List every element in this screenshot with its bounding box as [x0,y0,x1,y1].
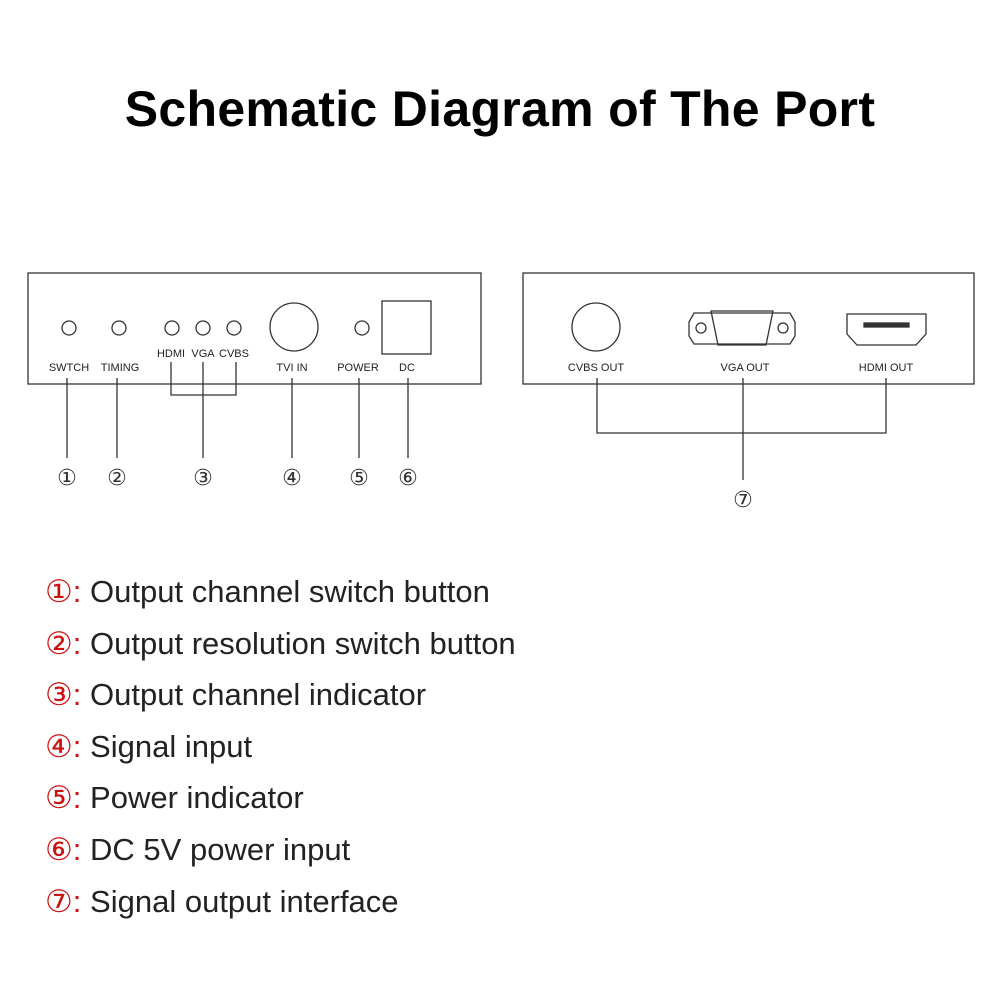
power-indicator-icon [354,320,370,336]
legend-colon: : [72,574,82,609]
legend-item: ⑥: DC 5V power input [45,824,945,876]
legend-item: ②: Output resolution switch button [45,618,945,670]
legend-text: Power indicator [90,780,304,816]
power-label: POWER [337,362,379,374]
vga-indicator-icon [195,320,211,336]
callout-6: ⑥ [398,466,418,491]
hdmi-label: HDMI [157,348,185,360]
legend: ①: Output channel switch button ②: Outpu… [45,566,945,927]
front-panel [27,272,482,385]
legend-text: Signal input [90,728,253,764]
legend-item: ⑦: Signal output interface [45,876,945,928]
legend-colon: : [72,780,82,816]
legend-number: ⑥ [45,831,73,868]
legend-number: ① [45,574,73,610]
legend-text: Output resolution switch button [90,625,516,661]
legend-colon: : [72,625,82,661]
cvbs-label: CVBS [219,348,249,360]
legend-text: DC 5V power input [90,831,351,867]
cvbs-out-connector-icon [571,302,621,352]
legend-number: ② [45,625,73,662]
hdmi-indicator-icon [164,320,180,336]
legend-number: ③ [45,677,73,714]
timing-button-icon [111,320,127,336]
legend-number: ⑦ [45,883,73,920]
cvbs-out-label: CVBS OUT [568,362,625,374]
callout-4: ④ [282,466,302,491]
legend-number: ⑤ [45,780,73,817]
legend-text: Signal output interface [90,883,399,919]
page-title: Schematic Diagram of The Port [124,81,876,137]
legend-colon: : [72,728,82,764]
port-diagram: SWTCH TIMING HDMI VGA CVBS TVI IN POWER … [27,272,975,513]
tvi-in-connector-icon [269,302,319,352]
dc-jack-icon [381,300,432,355]
legend-item: ③: Output channel indicator [45,669,945,721]
legend-item: ④: Signal input [45,721,945,773]
legend-colon: : [72,677,82,713]
callout-7: ⑦ [733,488,753,513]
hdmi-out-connector-icon [846,313,927,346]
vga-out-connector-icon [688,310,796,346]
legend-colon: : [72,831,82,867]
callout-1: ① [57,466,77,491]
front-leader-lines [66,362,409,458]
dc-label: DC [399,362,415,374]
rear-panel-outline [522,272,975,385]
legend-text: Output channel switch button [90,574,490,609]
legend-number: ④ [45,728,73,765]
legend-colon: : [72,883,82,919]
rear-leader-lines [596,378,887,480]
callout-2: ② [107,466,127,491]
timing-label: TIMING [101,362,140,374]
vga-out-label: VGA OUT [721,362,770,374]
callout-5: ⑤ [349,466,369,491]
hdmi-out-label: HDMI OUT [859,362,914,374]
switch-button-icon [61,320,77,336]
legend-item: ①: Output channel switch button [45,566,945,618]
vga-label: VGA [191,348,215,360]
front-panel-outline [27,272,482,385]
rear-panel [522,272,975,385]
legend-text: Output channel indicator [90,677,427,713]
callout-3: ③ [193,466,213,491]
cvbs-indicator-icon [226,320,242,336]
tvi-in-label: TVI IN [276,362,307,374]
switch-label: SWTCH [49,362,89,374]
legend-item: ⑤: Power indicator [45,772,945,824]
